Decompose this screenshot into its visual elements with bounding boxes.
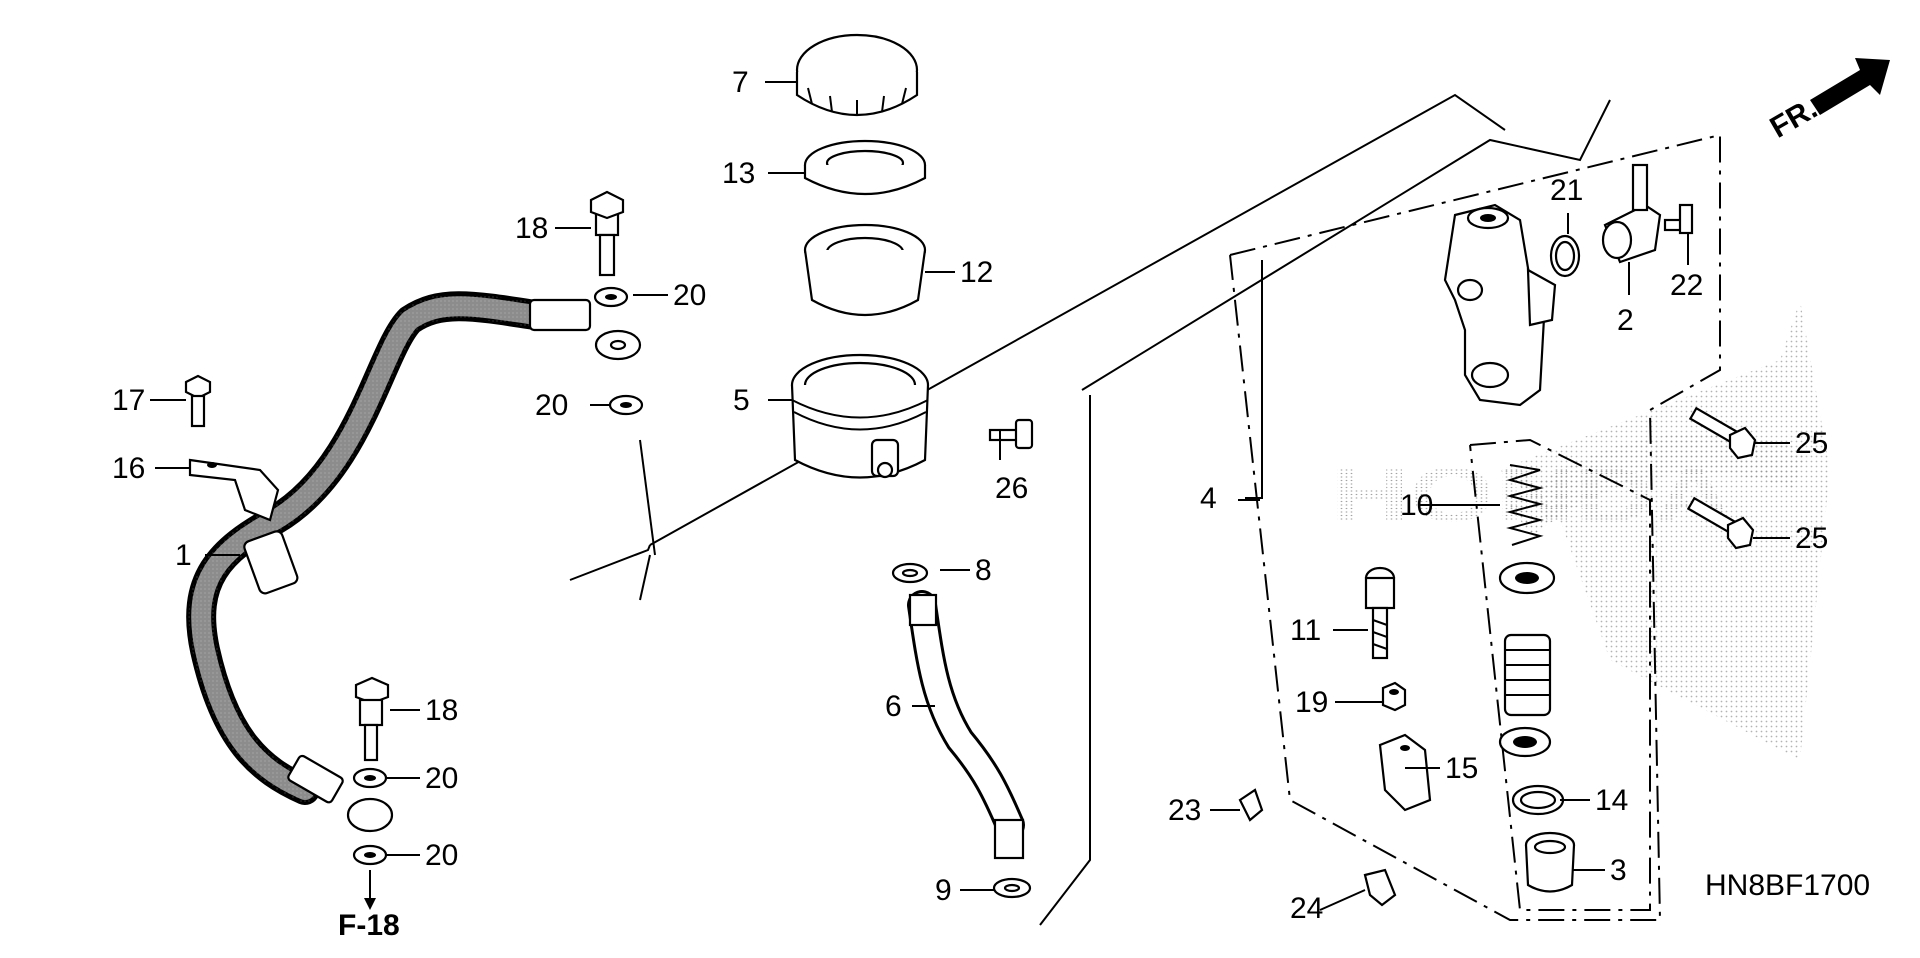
callout-20a: 20 [673,279,706,312]
callout-2: 2 [1617,304,1634,337]
nut-19 [1381,681,1407,712]
hose-clamp-grommet [243,530,299,595]
hose-clip-9 [992,877,1032,899]
callout-17: 17 [112,384,145,417]
o-ring-21 [1549,234,1581,278]
primary-cup [1498,561,1556,595]
watermark-text: HONDA [1330,453,1733,539]
callouts: 1 2 3 4 5 6 7 8 9 10 11 12 13 14 15 16 1… [112,66,1828,925]
callout-20d: 20 [425,839,458,872]
callout-15: 15 [1445,752,1478,785]
callout-20c: 20 [425,762,458,795]
callout-13: 13 [722,157,755,190]
callout-24: 24 [1290,892,1323,925]
bolt-25-lower [1686,496,1755,550]
reference-label: F-18 [338,909,400,942]
callout-16: 16 [112,452,145,485]
callout-9: 9 [935,874,952,907]
callout-11: 11 [1290,614,1321,647]
callout-18b: 18 [425,694,458,727]
callout-19: 19 [1295,686,1328,719]
callout-18a: 18 [515,212,548,245]
callout-25b: 25 [1795,522,1828,555]
front-direction-arrow [1810,58,1890,115]
cotter-pin-23 [1238,788,1264,822]
callout-6: 6 [885,690,902,723]
honda-watermark: HONDA [1330,300,1830,760]
callout-25a: 25 [1795,427,1828,460]
callout-23: 23 [1168,794,1201,827]
reservoir-cap-7 [795,33,919,117]
hose-clamp-16-17 [184,374,280,522]
piston [1503,633,1552,717]
callout-20b: 20 [535,389,568,422]
callout-21: 21 [1550,174,1583,207]
circlip-14 [1511,784,1565,816]
reservoir-5 [790,353,930,479]
hose-fitting-top [528,298,592,332]
reservoir-hose-6 [907,590,1025,860]
diagram-code: HN8BF1700 [1705,869,1870,902]
callout-7: 7 [732,66,749,99]
diaphragm-plate-13 [803,139,927,196]
joint-pin-24 [1363,868,1397,907]
boot-3 [1524,831,1576,893]
callout-22: 22 [1670,269,1703,302]
callout-26: 26 [995,472,1028,505]
callout-12: 12 [960,256,993,289]
callout-14: 14 [1595,784,1628,817]
lower-banjo-group [346,676,394,910]
callout-8: 8 [975,554,992,587]
push-rod-11 [1364,566,1396,660]
hose-fitting-bottom [287,754,344,804]
hose-clip-8 [891,562,929,584]
callout-3: 3 [1610,854,1627,887]
callout-5: 5 [733,384,750,417]
screw-22 [1663,203,1694,235]
joint-2 [1601,163,1662,264]
callout-10: 10 [1400,489,1433,522]
leader-lines [150,81,1790,911]
upper-banjo-group [589,190,644,416]
push-rod-joint-15 [1378,733,1432,812]
bolt-25-upper [1688,406,1757,460]
screw-26 [988,418,1034,450]
secondary-cup [1498,726,1552,758]
callout-1: 1 [175,539,192,572]
brake-hose [186,291,592,805]
callout-4: 4 [1200,482,1217,515]
spring [1506,464,1544,546]
diaphragm-12 [803,223,927,316]
master-cylinder-body [1443,203,1557,407]
